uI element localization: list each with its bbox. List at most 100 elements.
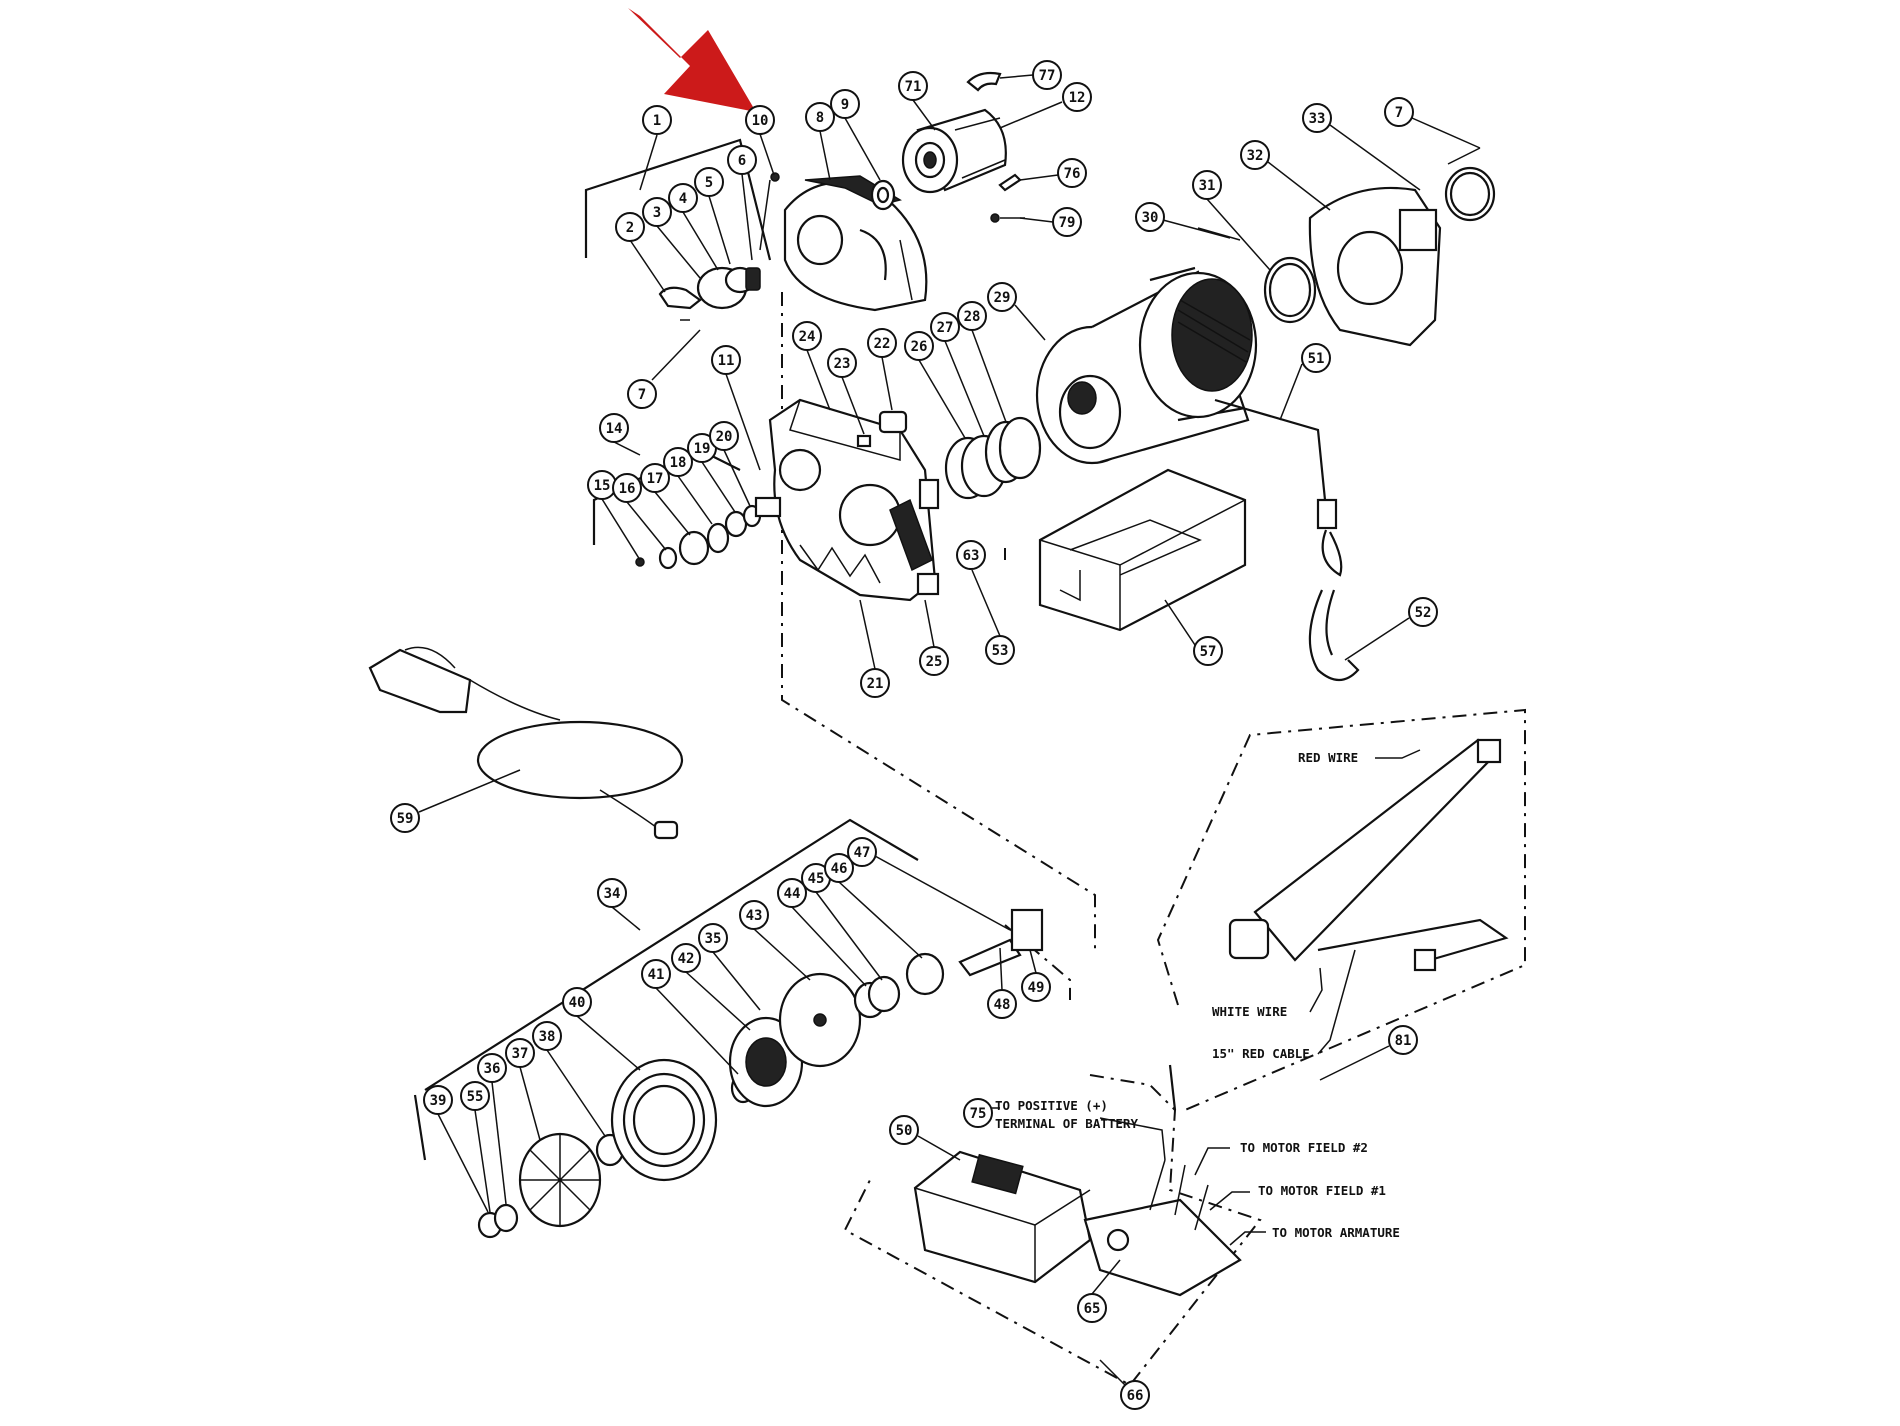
callout-number: 23 — [834, 356, 851, 372]
callout-leader-c34 — [611, 906, 641, 931]
part-callout-41: 41 — [641, 959, 671, 989]
callout-circle — [1192, 170, 1222, 200]
part-callout-53: 53 — [985, 635, 1015, 665]
callout-number: 8 — [816, 110, 824, 126]
callout-leader-c52 — [1344, 617, 1410, 661]
callout-leader-c45 — [815, 891, 883, 981]
callout-number: 76 — [1064, 166, 1081, 182]
drum-bushings — [856, 410, 1042, 500]
callout-number: 12 — [1069, 90, 1086, 106]
callout-circle — [777, 878, 807, 908]
callout-leader-c36 — [491, 1081, 507, 1205]
callout-leader-c55 — [474, 1109, 491, 1213]
part-callout-39: 39 — [423, 1085, 453, 1115]
label-white-wire: WHITE WIRE — [1212, 1004, 1287, 1019]
callout-circle — [792, 321, 822, 351]
part-callout-31: 31 — [1192, 170, 1222, 200]
part-callout-81: 81 — [1388, 1025, 1418, 1055]
callout-circle — [640, 463, 670, 493]
callout-leader-c19 — [701, 461, 736, 513]
callout-leader-c26 — [918, 359, 966, 439]
gear-housing-cover — [783, 175, 928, 312]
cable-drum — [1035, 266, 1258, 465]
callout-circle — [1032, 60, 1062, 90]
callout-number: 71 — [905, 79, 922, 95]
callout-leader-c39 — [437, 1113, 489, 1213]
callout-circle — [987, 282, 1017, 312]
callout-circle — [904, 331, 934, 361]
callout-circle — [1021, 972, 1051, 1002]
callout-circle — [1135, 202, 1165, 232]
callout-circle — [642, 105, 672, 135]
callout-leader-c28 — [971, 329, 1007, 423]
callout-number: 2 — [626, 220, 634, 236]
callout-number: 37 — [512, 1046, 529, 1062]
callout-number: 52 — [1415, 605, 1432, 621]
part-callout-11: 11 — [711, 345, 741, 375]
callout-leader-c57 — [1164, 599, 1196, 646]
callout-number: 33 — [1309, 111, 1326, 127]
roller-fairlead — [1038, 468, 1247, 632]
callout-number: 57 — [1200, 644, 1217, 660]
callout-number: 26 — [911, 339, 928, 355]
part-callout-22: 22 — [867, 328, 897, 358]
part-callout-15: 15 — [587, 470, 617, 500]
part-callout-50: 50 — [889, 1115, 919, 1145]
callout-number: 28 — [964, 309, 981, 325]
part-callout-57: 57 — [1193, 636, 1223, 666]
callout-leader-c50 — [917, 1135, 961, 1161]
callout-leader-c76 — [1019, 174, 1059, 181]
clutch-handle-assembly — [658, 172, 780, 321]
part-callout-7: 7 — [627, 379, 657, 409]
callout-leader-c27 — [944, 340, 985, 437]
callout-leader-c32 — [1267, 161, 1331, 211]
callout-leader-c7a — [651, 329, 701, 381]
part-callout-3: 3 — [642, 197, 672, 227]
callout-leader-c4 — [682, 211, 719, 271]
part-callout-79: 79 — [1052, 207, 1082, 237]
callout-circle — [739, 900, 769, 930]
callout-circle — [830, 89, 860, 119]
callout-circle — [1302, 103, 1332, 133]
callout-number: 59 — [397, 811, 414, 827]
part-callout-7: 7 — [1384, 97, 1414, 127]
callout-leader-c53 — [971, 569, 1001, 637]
callout-circle — [957, 301, 987, 331]
callout-leader-c6 — [741, 173, 753, 261]
callout-number: 44 — [784, 886, 801, 902]
callout-circle — [423, 1085, 453, 1115]
callout-leader-c9 — [844, 117, 881, 181]
callout-number: 24 — [799, 329, 816, 345]
callout-number: 36 — [484, 1061, 501, 1077]
callout-circle — [898, 71, 928, 101]
callout-circle — [1193, 636, 1223, 666]
callout-circle — [663, 447, 693, 477]
callout-leader-c31 — [1206, 198, 1271, 271]
part-callout-16: 16 — [612, 473, 642, 503]
part-callout-59: 59 — [390, 803, 420, 833]
part-callout-77: 77 — [1032, 60, 1062, 90]
callout-circle — [671, 943, 701, 973]
callout-leader-c59 — [418, 769, 521, 813]
part-callout-33: 33 — [1302, 103, 1332, 133]
callout-number: 14 — [606, 421, 623, 437]
callout-leader-c1 — [639, 134, 658, 191]
callout-number: 30 — [1142, 210, 1159, 226]
callout-leader-c16 — [626, 501, 667, 551]
callout-leader-c77 — [999, 74, 1034, 79]
part-callout-6: 6 — [727, 145, 757, 175]
remote-control — [368, 646, 684, 840]
callout-circle — [860, 668, 890, 698]
part-callout-36: 36 — [477, 1053, 507, 1083]
callout-leader-c44 — [791, 906, 867, 987]
callout-leader-c11 — [725, 373, 761, 471]
callout-number: 10 — [752, 113, 769, 129]
part-callout-49: 49 — [1021, 972, 1051, 1002]
callout-circle — [930, 312, 960, 342]
callout-number: 47 — [854, 845, 871, 861]
callout-circle — [1120, 1380, 1150, 1410]
part-callout-55: 55 — [460, 1081, 490, 1111]
label-battery-line1: TO POSITIVE (+) — [995, 1098, 1108, 1113]
callout-circle — [615, 212, 645, 242]
callout-leader-c47 — [874, 855, 1011, 931]
